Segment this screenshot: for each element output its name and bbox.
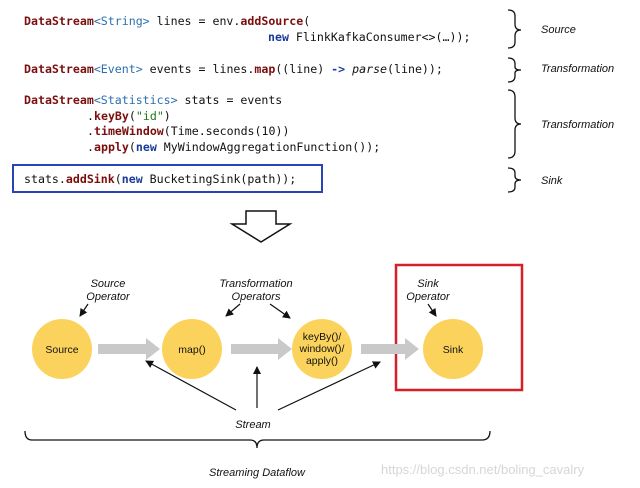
transformation-brace-label-2: Transformation — [541, 119, 614, 131]
sink-node-label: Sink — [443, 344, 464, 356]
source-operator-label-2: Operator — [86, 291, 131, 303]
streaming-dataflow-label: Streaming Dataflow — [209, 467, 306, 479]
map-node-label: map() — [178, 344, 205, 356]
code-line-6: .timeWindow(Time.seconds(10)) — [87, 124, 289, 138]
keyby-node-label-2: window()/ — [299, 343, 345, 355]
stream-arrow-left — [145, 360, 237, 411]
sink-operator-box — [394, 263, 524, 392]
keyby-node-label-1: keyBy()/ — [303, 331, 342, 343]
transformation-brace-2 — [507, 89, 522, 159]
map-pointer-arrow — [225, 303, 241, 317]
sink-brace-label: Sink — [541, 175, 563, 187]
sink-brace — [507, 167, 522, 193]
sink-pointer-arrow — [427, 303, 437, 317]
sink-node — [423, 319, 483, 379]
watermark: https://blog.csdn.net/boling_cavalry — [381, 462, 585, 477]
nodes: Source map() keyBy()/ window()/ apply() … — [32, 319, 483, 379]
code-line-2: new FlinkKafkaConsumer<>(…)); — [268, 30, 470, 44]
sink-operator-label-2: Operator — [406, 291, 451, 303]
source-brace — [507, 9, 522, 49]
operator-labels: Source Operator Transformation Operators… — [86, 278, 451, 303]
sink-code-box — [12, 164, 323, 193]
source-operator-label-1: Source — [91, 278, 126, 290]
keyby-pointer-arrow — [269, 303, 291, 319]
flow-arrow-1 — [98, 338, 160, 360]
sink-operator-label-1: Sink — [417, 278, 439, 290]
source-brace-label: Source — [541, 24, 576, 36]
transformation-brace-1 — [507, 57, 522, 83]
source-node-label: Source — [45, 344, 78, 356]
stream-label: Stream — [235, 419, 270, 431]
down-arrow-icon — [229, 210, 293, 243]
flow-arrow-2 — [231, 338, 292, 360]
keyby-window-apply-node — [292, 319, 352, 379]
stream-arrow-right — [277, 361, 381, 411]
right-braces: Source Transformation Transformation Sin… — [507, 9, 614, 193]
code-line-5: .keyBy("id") — [87, 109, 171, 123]
code-block: DataStream<String> lines = env.addSource… — [12, 14, 470, 193]
streaming-dataflow-brace — [24, 430, 491, 449]
source-node — [32, 319, 92, 379]
map-node — [162, 319, 222, 379]
transformation-brace-label-1: Transformation — [541, 63, 614, 75]
transformation-operators-label-1: Transformation — [219, 278, 292, 290]
source-pointer-arrow — [79, 303, 89, 317]
transformation-operators-label-2: Operators — [232, 291, 281, 303]
code-line-8: stats.addSink(new BucketingSink(path)); — [24, 172, 296, 186]
code-line-3: DataStream<Event> events = lines.map((li… — [24, 62, 443, 76]
code-line-7: .apply(new MyWindowAggregationFunction()… — [87, 140, 380, 154]
label-pointers — [79, 303, 437, 319]
code-line-4: DataStream<Statistics> stats = events — [24, 93, 282, 107]
flow-arrows — [98, 338, 419, 360]
keyby-node-label-3: apply() — [306, 355, 338, 367]
flow-arrow-3 — [361, 338, 419, 360]
stream-arrows — [145, 360, 381, 411]
code-line-1: DataStream<String> lines = env.addSource… — [24, 14, 310, 28]
